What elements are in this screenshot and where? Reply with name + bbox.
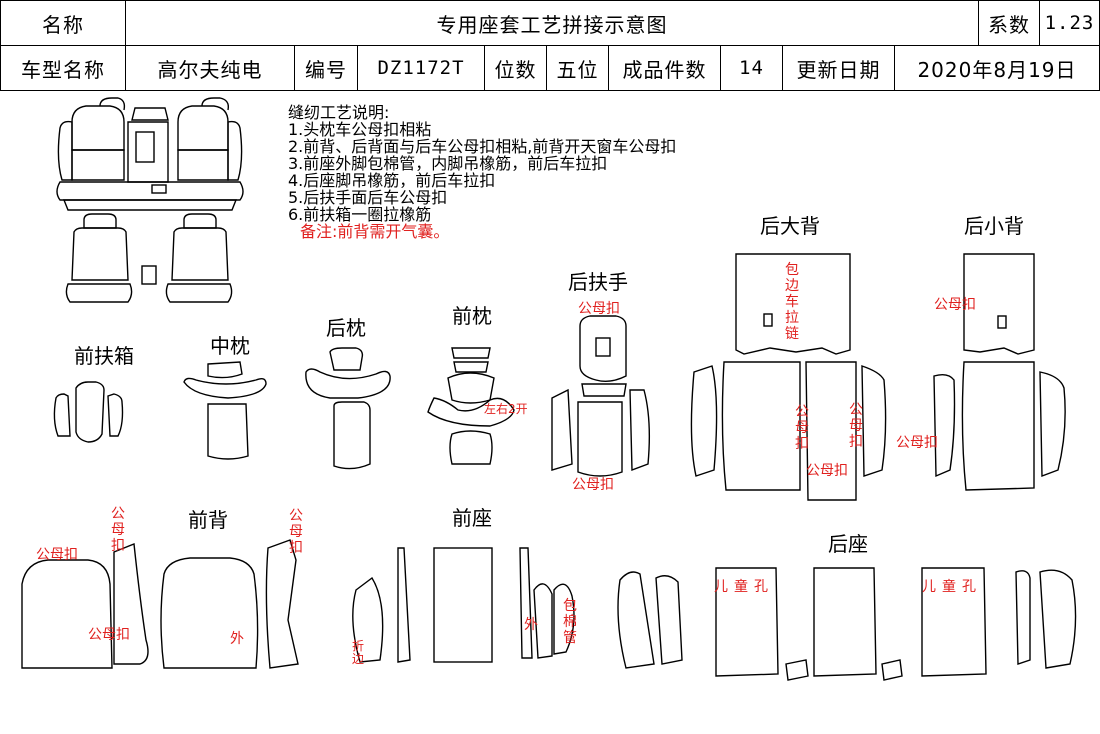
front-pillow-pieces [427,347,515,465]
annotation-left-right-open: 左右2开 [484,402,528,416]
mid-pillow-pieces [183,361,267,460]
annotation-snap-vertical: 公母扣 [289,508,303,556]
note-item: 2.前背、后背面与后车公母扣相粘,前背开天窗车公母扣 [288,137,677,156]
seats-label: 位数 [485,46,547,90]
section-front-seat: 前座 [452,506,492,530]
date-label: 更新日期 [783,46,895,90]
notes-remark: 备注:前背需开气囊。 [300,222,450,241]
annotation-wrap-tube: 包棉管 [563,598,577,646]
rear-pillow-pieces [305,347,391,470]
section-rear-seat: 后座 [828,532,868,556]
code-value: DZ1172T [358,46,485,90]
section-rear-armrest: 后扶手 [568,270,628,294]
note-item: 3.前座外脚包棉管，内脚吊橡筋，前后车拉扣 [288,154,608,173]
section-mid-pillow: 中枕 [210,334,250,358]
code-label: 编号 [295,46,358,90]
notes-heading: 缝纫工艺说明: [288,103,390,122]
annotation-snap: 公母扣 [36,547,78,563]
rear-small-back-pieces [933,253,1066,491]
note-item: 4.后座脚吊橡筋，前后车拉扣 [288,171,496,190]
note-item: 1.头枕车公母扣相粘 [288,120,432,139]
annotation-snap: 公母扣 [88,627,130,643]
annotation-outer: 外 [524,617,538,633]
rear-seat-pieces [617,567,1077,681]
annotation-snap-vertical: 公母扣 [795,404,809,452]
seat-overview-diagram [56,97,244,303]
annotation-snap-vertical: 公母扣 [111,506,125,554]
pieces-value: 14 [721,46,783,90]
pieces-label: 成品件数 [609,46,721,90]
name-label: 名称 [1,1,126,45]
header-row-1: 名称 专用座套工艺拼接示意图 系数 1.23 [0,0,1100,45]
front-armbox-pieces [53,381,124,443]
annotation-child-hole: 儿童孔 [714,579,774,595]
section-front-back: 前背 [188,508,228,532]
coef-value: 1.23 [1044,12,1095,34]
front-seat-pieces [352,547,575,663]
model-value: 高尔夫纯电 [126,46,295,90]
section-front-pillow: 前枕 [452,304,492,328]
annotation-snap: 公母扣 [578,301,620,317]
note-item: 5.后扶手面后车公母扣 [288,188,448,207]
rear-big-back-pieces [690,253,887,501]
annotation-snap: 公母扣 [806,463,848,479]
seats-value: 五位 [547,46,609,90]
section-front-armbox: 前扶箱 [74,344,134,368]
rear-armrest-pieces [551,315,651,477]
section-rear-pillow: 后枕 [326,316,366,340]
note-item: 6.前扶箱一圈拉橡筋 [288,205,432,224]
annotation-snap: 公母扣 [896,435,938,451]
sewing-notes: 缝纫工艺说明: 1.头枕车公母扣相粘 2.前背、后背面与后车公母扣相粘,前背开天… [288,104,676,240]
section-rear-small-back: 后小背 [964,214,1024,238]
pattern-pieces-drawing [21,97,1077,681]
header-row-2: 车型名称 高尔夫纯电 编号 DZ1172T 位数 五位 成品件数 14 更新日期… [0,45,1100,91]
front-back-pieces [21,539,299,669]
date-value: 2020年8月19日 [917,57,1077,82]
sheet-title: 专用座套工艺拼接示意图 [126,1,979,45]
coef-label: 系数 [979,1,1040,45]
annotation-child-hole: 儿童孔 [922,579,982,595]
annotation-fold-edge: 折边 [351,639,364,666]
annotation-edge-zipper: 包边车拉链 [785,262,799,342]
annotation-snap: 公母扣 [572,477,614,493]
section-rear-big-back: 后大背 [760,214,820,238]
annotation-snap-vertical: 公母扣 [849,402,863,450]
annotation-snap: 公母扣 [934,297,976,313]
model-label: 车型名称 [1,46,126,90]
annotation-outer: 外 [230,631,244,647]
